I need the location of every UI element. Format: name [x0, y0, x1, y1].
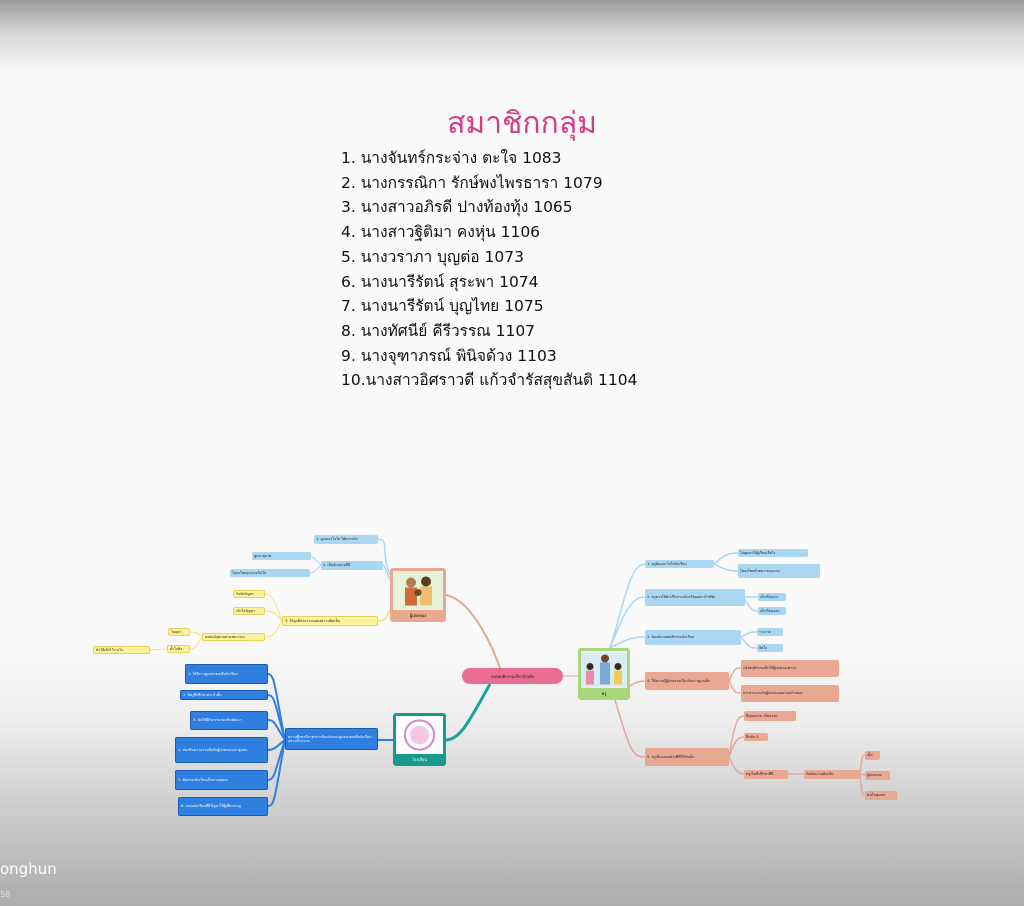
- member-item: 8. นางทัศนีย์ คีรีวรรณ 1107: [341, 321, 536, 340]
- teacher-sub: ไม่ลงโทษด้วยความรุนแรง: [738, 564, 820, 578]
- parent-branch-1: 1. ดูแลเอาใจใส่ ให้ความรัก: [314, 535, 378, 544]
- teacher-branch: 4. ให้ความรู้ผู้ปกครองเกี่ยวกับการดูแลเด…: [645, 672, 729, 690]
- member-item: 7. นางนารีรัตน์ บุญไทย 1075: [341, 297, 544, 316]
- member-item: 10.นางสาวอิศราวดี แก้วจำรัสสุขสันติ 1104: [341, 371, 638, 390]
- member-item: 3. นางสาวอภิรดี ปางท้องทุ้ง 1065: [341, 198, 573, 217]
- teacher-image: [581, 651, 627, 688]
- teacher-branch: 2. ครูควรให้คำปรึกษาแก่นักเรียนอย่างใกล้…: [645, 589, 745, 606]
- school-item: 6. ส่งต่อนักเรียนที่มีปัญหาให้ผู้เชี่ยวช…: [178, 797, 268, 816]
- teacher-sub: เด็กเรียนอ่อน: [758, 607, 786, 615]
- member-item: 5. นางวราภา บุญต่อ 1073: [341, 247, 524, 266]
- teacher-sub: ครูเป็นที่ปรึกษาที่ดี: [744, 770, 788, 779]
- parent-sub: ไม่ดุด่า: [168, 628, 190, 636]
- member-item: 9. นางจุฑาภรณ์ พินิจด้วง 1103: [341, 346, 557, 365]
- teacher-sub: ไม่พูดจาให้ผู้เรียนเสียใจ: [738, 549, 808, 557]
- slide-title: สมาชิกกลุ่ม: [447, 106, 597, 141]
- family-image: [393, 571, 443, 610]
- participant-time: 58: [0, 890, 11, 899]
- parent-label: ผู้ปกครอง: [409, 613, 427, 618]
- teacher-sub: แจ้งพฤติกรรมเด็กให้ผู้ปกครองทราบ: [741, 660, 839, 677]
- teacher-sub: จิตใจ: [757, 644, 783, 652]
- school-item: 1. ให้มีการดูแลช่วยเหลือนักเรียน: [185, 664, 268, 684]
- teacher-label: ครู: [601, 691, 607, 696]
- teacher-branch: 5. ครูเป็นแบบอย่างที่ดีให้กับเด็ก: [645, 748, 729, 766]
- school-main: สถานศึกษามีมาตรการป้องกันและดูแลช่วยเหลื…: [285, 728, 378, 750]
- member-item: 6. นางนารีรัตน์ สุระพา 1074: [341, 272, 539, 291]
- teacher-sub: รับฟังความคิดเห็น: [804, 770, 860, 779]
- parent-sub: ไม่ลงโทษรุนแรงเกินไป: [230, 569, 310, 577]
- school-node: โรงเรียน: [393, 713, 446, 766]
- parent-node: ผู้ปกครอง: [390, 568, 446, 622]
- school-item: 5. คัดกรองนักเรียนเป็นรายบุคคล: [175, 770, 268, 790]
- member-list: 1. นางจันทร์กระจ่าง ตะใจ 1083 2. นางกรรณ…: [341, 146, 637, 393]
- parent-sub: รับฟังปัญหา: [233, 590, 265, 598]
- parent-sub: ทำให้เด็กไว้วางใจ: [93, 646, 150, 654]
- participant-name: onghun: [0, 860, 57, 878]
- parent-sub: ตั้งใจฟัง: [167, 645, 190, 653]
- member-item: 4. นางสาวฐิติมา คงหุ่น 1106: [341, 223, 541, 242]
- teacher-sub: คนในชุมชน: [865, 791, 897, 800]
- parent-sub: เข้าใจปัญหา: [233, 607, 265, 615]
- member-item: 2. นางกรรณิกา รักษ์พงไพรธารา 1079: [341, 173, 603, 192]
- teacher-branch: 1. ครูต้องเอาใจใส่นักเรียน: [645, 560, 714, 568]
- mindmap-center-node: เขตพฤติกรรมเกี่ยวกับเด็ก: [462, 668, 563, 684]
- school-emblem: [396, 716, 443, 754]
- teacher-sub: ร่างกาย: [757, 628, 783, 636]
- teacher-node: ครู: [578, 648, 630, 700]
- parent-sub: พูดจาสุภาพ: [252, 552, 311, 560]
- teacher-sub: ผู้ปกครอง: [865, 771, 890, 780]
- teacher-sub: เด็กเรียนเก่ง: [758, 593, 786, 601]
- school-item: 2. มีครูที่ปรึกษาประจำชั้น: [180, 690, 268, 700]
- parent-sub: ส่งต่อปัญหาอย่างเหมาะสม: [202, 633, 265, 641]
- teacher-branch: 3. ต้องสังเกตพฤติกรรมนักเรียน: [645, 630, 741, 645]
- parent-branch-2: 2. เป็นตัวอย่างที่ดี: [321, 561, 383, 570]
- teacher-sub: เด็ก: [865, 751, 880, 760]
- teacher-sub: มีหลัก 3: [744, 733, 768, 741]
- school-item: 4. ส่งเสริมความร่วมมือกับผู้ปกครองและชุม…: [175, 737, 268, 763]
- school-label: โรงเรียน: [412, 757, 427, 762]
- school-item: 3. จัดให้มีกิจกรรมส่งเสริมพัฒนา: [190, 711, 268, 730]
- parent-branch-3: 3. ให้ลูกมีส่วนร่วมแสดงความคิดเห็น: [282, 616, 378, 626]
- teacher-sub: มีคุณธรรม จริยธรรม: [744, 711, 796, 721]
- member-item: 1. นางจันทร์กระจ่าง ตะใจ 1083: [341, 149, 562, 167]
- teacher-sub: ประสานงานกับผู้ปกครองอย่างสม่ำเสมอ: [741, 685, 839, 702]
